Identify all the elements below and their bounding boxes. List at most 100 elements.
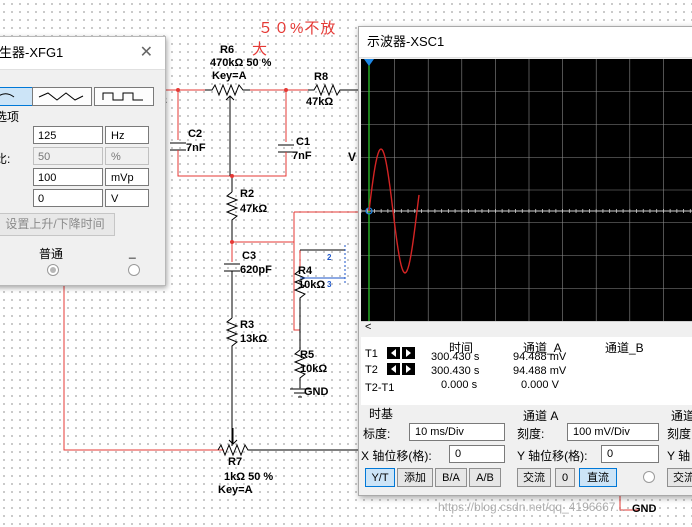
t1-right-arrow-icon[interactable] — [402, 347, 415, 359]
common-radio[interactable] — [47, 264, 59, 276]
offset-input[interactable]: 0 — [33, 189, 103, 207]
watermark: https://blog.csdn.net/qq_4196667... — [438, 500, 626, 514]
r5-resistor — [293, 349, 307, 388]
c3-value: 620pF — [240, 264, 272, 276]
channel-a-dc-button[interactable]: 直流 — [579, 468, 617, 487]
amplitude-unit[interactable]: mVp — [105, 168, 149, 186]
c3-capacitor — [224, 263, 240, 272]
t1-time: 300.430 s — [431, 351, 480, 363]
oscilloscope-titlebar[interactable]: 示波器-XSC1 — [359, 27, 692, 58]
amplitude-input[interactable]: 100 — [33, 168, 103, 186]
timebase-group-title: 时基 — [369, 407, 394, 421]
r4-resistor — [293, 269, 307, 330]
r6-resistor — [205, 83, 250, 97]
r7-name: R7 — [228, 456, 243, 468]
function-generator-window[interactable]: 生器-XFG1 ✕ 选项 : 125 Hz 比: 50 % : 100 mVp … — [0, 36, 166, 286]
close-icon[interactable]: ✕ — [139, 44, 153, 61]
oscilloscope-grid — [360, 59, 692, 321]
r3-resistor — [225, 317, 239, 446]
oscilloscope-window[interactable]: 示波器-XSC1 < 时间 通道_A 通道_B T1 300.430 s 94.… — [358, 26, 692, 496]
scroll-left-icon[interactable]: < — [365, 321, 372, 333]
t1-ch-a: 94.488 mV — [513, 351, 567, 363]
r8-resistor — [308, 83, 360, 97]
duty-cycle-label: 比: — [0, 152, 11, 166]
y-position-label: Y 轴位移(格): — [517, 449, 588, 463]
cursor-t1-marker[interactable] — [364, 59, 374, 66]
oscilloscope-title: 示波器-XSC1 — [367, 34, 445, 49]
channel-a-scale-input[interactable]: 100 mV/Div — [567, 423, 659, 441]
r4-value: 10kΩ — [298, 279, 326, 291]
annotation-note-line2: 大 — [252, 41, 269, 58]
t2-t1-time: 0.000 s — [441, 379, 478, 391]
frequency-input[interactable]: 125 — [33, 126, 103, 144]
add-mode-button[interactable]: 添加 — [397, 468, 433, 487]
pin-2-label: 2 — [327, 253, 332, 262]
r8-name: R8 — [314, 71, 329, 83]
triangle-wave-button[interactable] — [32, 87, 92, 106]
triangle-wave-icon — [38, 92, 84, 101]
c2-capacitor — [170, 142, 186, 151]
ab-mode-button[interactable]: A/B — [469, 468, 501, 487]
pin-3-label: 3 — [327, 280, 332, 289]
channel-a-zero-button[interactable]: 0 — [555, 468, 575, 487]
function-generator-titlebar[interactable]: 生器-XFG1 ✕ — [0, 37, 165, 70]
r5-value: 10kΩ — [300, 363, 328, 375]
channel-a-radio[interactable] — [643, 471, 655, 483]
timebase-scale-input[interactable]: 10 ms/Div — [409, 423, 505, 441]
oscilloscope-display[interactable] — [360, 59, 692, 321]
horizontal-scrollbar[interactable]: < — [361, 321, 692, 336]
gnd-label: GND — [304, 386, 329, 398]
c1-value: 7nF — [292, 150, 312, 162]
r6-name: R6 — [220, 44, 235, 56]
function-generator-title: 生器-XFG1 — [0, 45, 64, 60]
r5-name: R5 — [300, 349, 315, 361]
duty-cycle-input[interactable]: 50 — [33, 147, 103, 165]
channel-a-trace — [368, 148, 420, 274]
x-position-input[interactable]: 0 — [449, 445, 505, 463]
channel-a-ac-button[interactable]: 交流 — [517, 468, 551, 487]
r4-name: R4 — [298, 265, 313, 277]
annotation-note: ５０%不放 — [258, 20, 337, 37]
options-label: 选项 — [0, 110, 20, 124]
r8-value: 47kΩ — [306, 96, 334, 108]
r7-value: 1kΩ 50 % — [224, 471, 274, 483]
r7-resistor — [217, 443, 360, 457]
duty-cycle-unit[interactable]: % — [105, 147, 149, 165]
r3-value: 13kΩ — [240, 333, 268, 345]
t2-left-arrow-icon[interactable] — [387, 363, 400, 375]
yt-mode-button[interactable]: Y/T — [365, 468, 395, 487]
gnd-bottom-label: GND — [632, 503, 657, 515]
c3-name: C3 — [242, 250, 257, 262]
channel-b-ac-button[interactable]: 交流 — [667, 468, 692, 487]
frequency-unit[interactable]: Hz — [105, 126, 149, 144]
t1-left-arrow-icon[interactable] — [387, 347, 400, 359]
r2-value: 47kΩ — [240, 203, 268, 215]
r3-name: R3 — [240, 319, 255, 331]
r6-value: 470kΩ 50 % — [210, 57, 272, 69]
table-header-time: 时间 — [449, 341, 474, 355]
square-wave-icon — [102, 92, 143, 101]
t2-t1-label: T2-T1 — [365, 382, 395, 394]
t2-label: T2 — [365, 364, 378, 376]
c1-name: C1 — [296, 136, 311, 148]
timebase-scale-label: 标度: — [363, 427, 391, 441]
table-header-ch-a: 通道_A — [523, 341, 562, 355]
channel-a-scale-label: 刻度: — [517, 427, 545, 441]
channel-a-group-title: 通道 A — [523, 409, 559, 423]
channel-b-scale-label: 刻度 — [667, 427, 692, 441]
y-position-input[interactable]: 0 — [601, 445, 659, 463]
c2-value: 7nF — [186, 142, 206, 154]
square-wave-button[interactable] — [94, 87, 154, 106]
c2-name: C2 — [188, 128, 203, 140]
t2-right-arrow-icon[interactable] — [402, 363, 415, 375]
t1-label: T1 — [365, 348, 378, 360]
r6-key: Key=A — [212, 70, 247, 82]
vcc-partial: V — [348, 150, 357, 164]
table-header-ch-b: 通道_B — [605, 341, 644, 355]
r7-key: Key=A — [218, 484, 253, 496]
offset-unit[interactable]: V — [105, 189, 149, 207]
minus-radio[interactable] — [128, 264, 140, 276]
ba-mode-button[interactable]: B/A — [435, 468, 467, 487]
rise-fall-time-button[interactable]: 设置上升/下降时间 — [0, 213, 115, 236]
